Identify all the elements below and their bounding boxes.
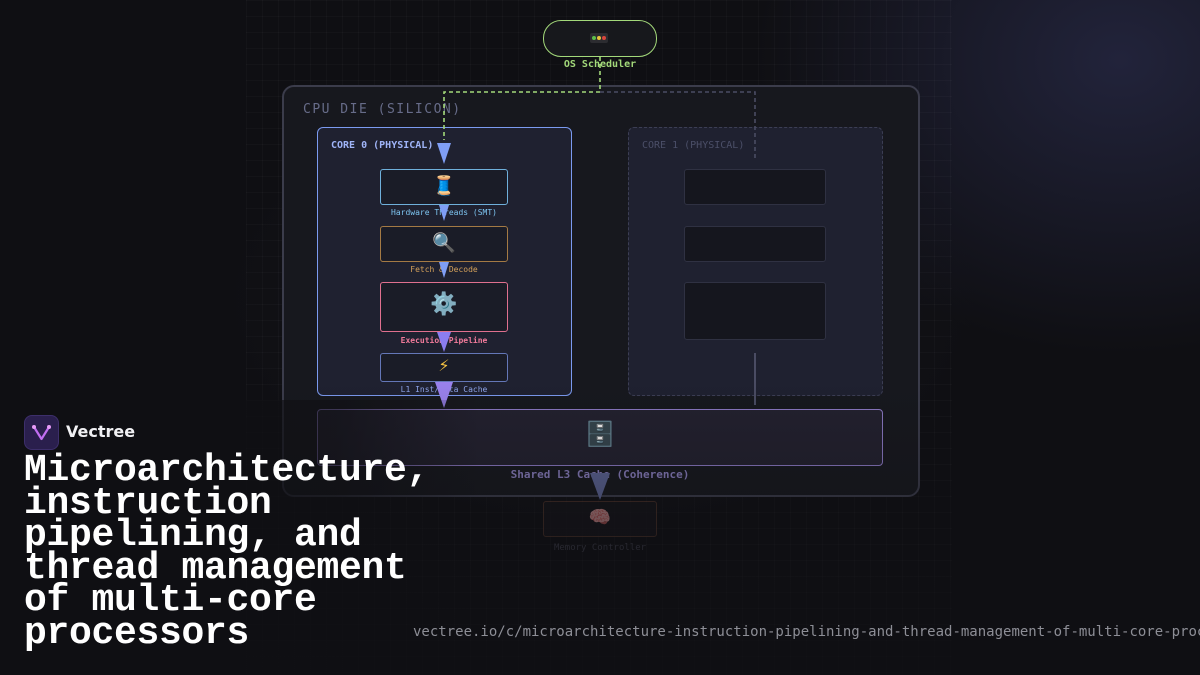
- lightning-icon: ⚡: [438, 356, 450, 375]
- core0-entry-arrow: [437, 143, 451, 164]
- vectree-logo: [24, 415, 59, 450]
- core-1-stage-placeholder: [684, 282, 826, 340]
- core-1-label: CORE 1 (PHYSICAL): [642, 140, 745, 151]
- scheduler-to-core0-connector: [443, 57, 601, 140]
- traffic-light-icon: [590, 33, 608, 43]
- core-0-label: CORE 0 (PHYSICAL): [331, 140, 434, 151]
- scheduler-to-core1-connector: [600, 91, 756, 160]
- os-scheduler-node: [543, 20, 657, 57]
- gear-icon: ⚙️: [430, 292, 458, 317]
- core-1-stage-placeholder: [684, 169, 826, 205]
- fetch-to-exec-arrow: [439, 262, 449, 278]
- cpu-die-label: CPU DIE (SILICON): [303, 102, 462, 117]
- exec-to-l1-arrow: [437, 332, 451, 352]
- core-1-stage-placeholder: [684, 226, 826, 262]
- fetch-decode-stage: 🔍: [380, 226, 508, 262]
- l3-to-memory-arrow: [590, 473, 610, 500]
- l1-to-l3-arrow: [435, 382, 453, 408]
- hardware-threads-stage: 🧵: [380, 169, 508, 205]
- brand-name: Vectree: [66, 422, 136, 441]
- vectree-logo-icon: [32, 425, 51, 441]
- page-url[interactable]: vectree.io/c/microarchitecture-instructi…: [413, 624, 1200, 640]
- page-headline: Microarchitecture, instruction pipelinin…: [24, 449, 430, 655]
- magnifier-icon: 🔍: [432, 232, 456, 254]
- threads-to-fetch-arrow: [439, 205, 449, 221]
- thread-spool-icon: 🧵: [432, 175, 456, 197]
- execution-pipeline-stage: ⚙️: [380, 282, 508, 332]
